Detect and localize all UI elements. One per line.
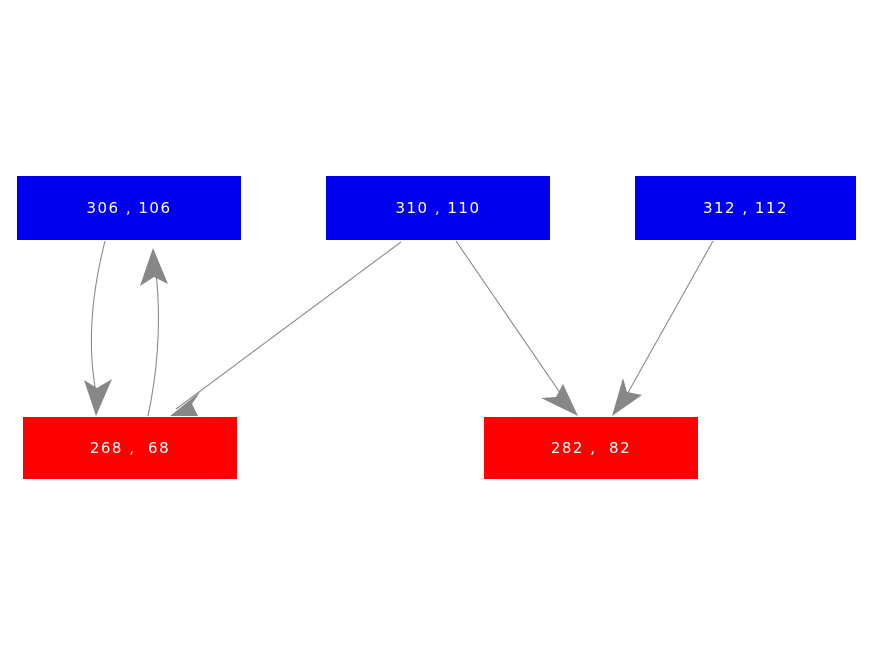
edge-n310-to-n268 <box>170 241 402 416</box>
arrow-head-icon <box>84 379 112 416</box>
edge-line <box>175 241 402 410</box>
arrow-head-icon <box>140 248 168 286</box>
edge-n312-to-n282 <box>612 240 714 416</box>
edge-line <box>147 271 159 417</box>
node-label: 310 , 110 <box>395 199 481 217</box>
edge-line <box>624 240 714 399</box>
node-n268[interactable]: 268 , 68 <box>23 417 237 479</box>
edge-line <box>90 240 106 393</box>
node-n310[interactable]: 310 , 110 <box>326 176 550 240</box>
node-label: 282 , 82 <box>550 439 632 457</box>
node-n312[interactable]: 312 , 112 <box>635 176 856 240</box>
arrow-head-icon <box>170 392 200 416</box>
node-label: 306 , 106 <box>86 199 172 217</box>
node-label: 268 , 68 <box>89 439 171 457</box>
arrow-head-icon <box>612 378 642 416</box>
node-n282[interactable]: 282 , 82 <box>484 417 698 479</box>
arrow-head-icon <box>541 384 578 416</box>
edge-line <box>455 240 566 401</box>
edge-n268-to-n306 <box>140 248 168 417</box>
edge-n310-to-n282 <box>455 240 578 416</box>
node-label: 312 , 112 <box>702 199 789 217</box>
edge-n306-to-n268 <box>84 240 112 416</box>
node-n306[interactable]: 306 , 106 <box>17 176 241 240</box>
